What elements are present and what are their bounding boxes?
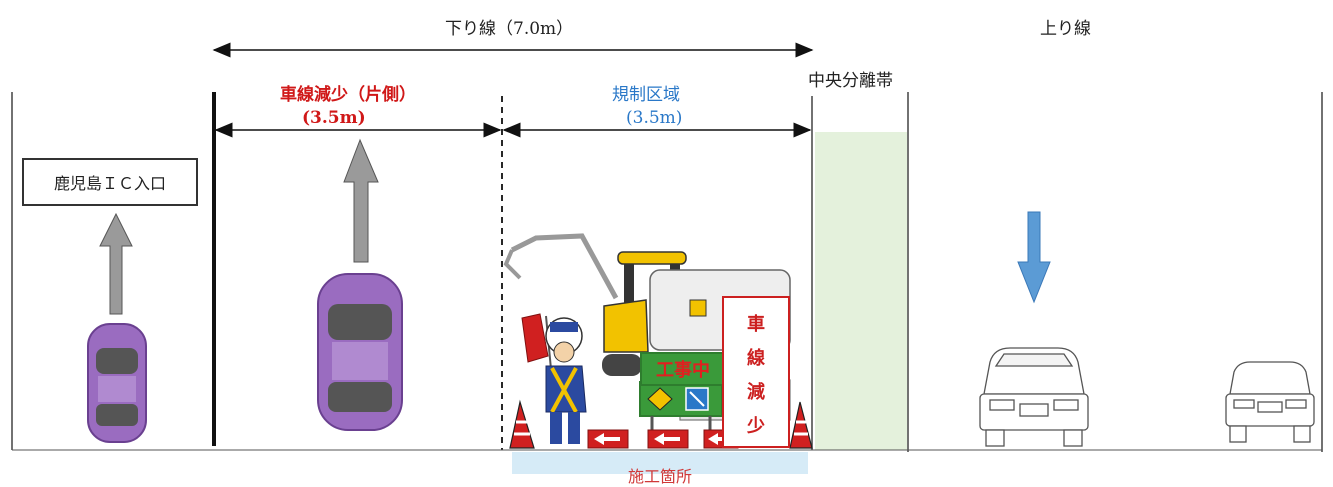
- arrow-board-1: [587, 429, 629, 449]
- car-up-line-1: [979, 347, 1089, 447]
- traffic-arrow-left: [99, 212, 133, 315]
- median-strip: [815, 132, 907, 450]
- traffic-cone-right: [789, 401, 813, 449]
- down-line-label: 下り線（7.0m）: [445, 19, 574, 39]
- ic-entrance-sign: 鹿児島ＩＣ入口: [22, 158, 198, 206]
- car-center-lane: [317, 273, 403, 431]
- car-left-lane: [87, 323, 147, 443]
- car-up-line-2: [1225, 361, 1315, 443]
- work-site-label: 施工箇所: [627, 467, 692, 486]
- lane-reduction-sign: 車 線 減 少: [722, 296, 790, 448]
- lane-sign-char: 線: [747, 348, 765, 369]
- median-label: 中央分離帯: [808, 71, 893, 91]
- flagman-worker: [521, 313, 587, 444]
- traffic-arrow-center: [343, 138, 379, 263]
- lane-reduction-label: 車線減少（片側）: [280, 85, 416, 105]
- arrow-board-2: [647, 429, 689, 449]
- construction-sign: 工事中: [640, 352, 726, 386]
- lane-sign-char: 少: [747, 416, 765, 437]
- regulated-zone-label: 規制区域: [612, 85, 680, 105]
- arrow-sign-board: [639, 381, 723, 442]
- work-site-bar: [512, 452, 808, 474]
- up-line-label: 上り線: [1040, 19, 1091, 39]
- traffic-cone-left: [509, 399, 535, 449]
- lane-sign-char: 車: [747, 314, 765, 335]
- traffic-arrow-up-line: [1017, 211, 1051, 304]
- lane-sign-char: 減: [747, 382, 765, 403]
